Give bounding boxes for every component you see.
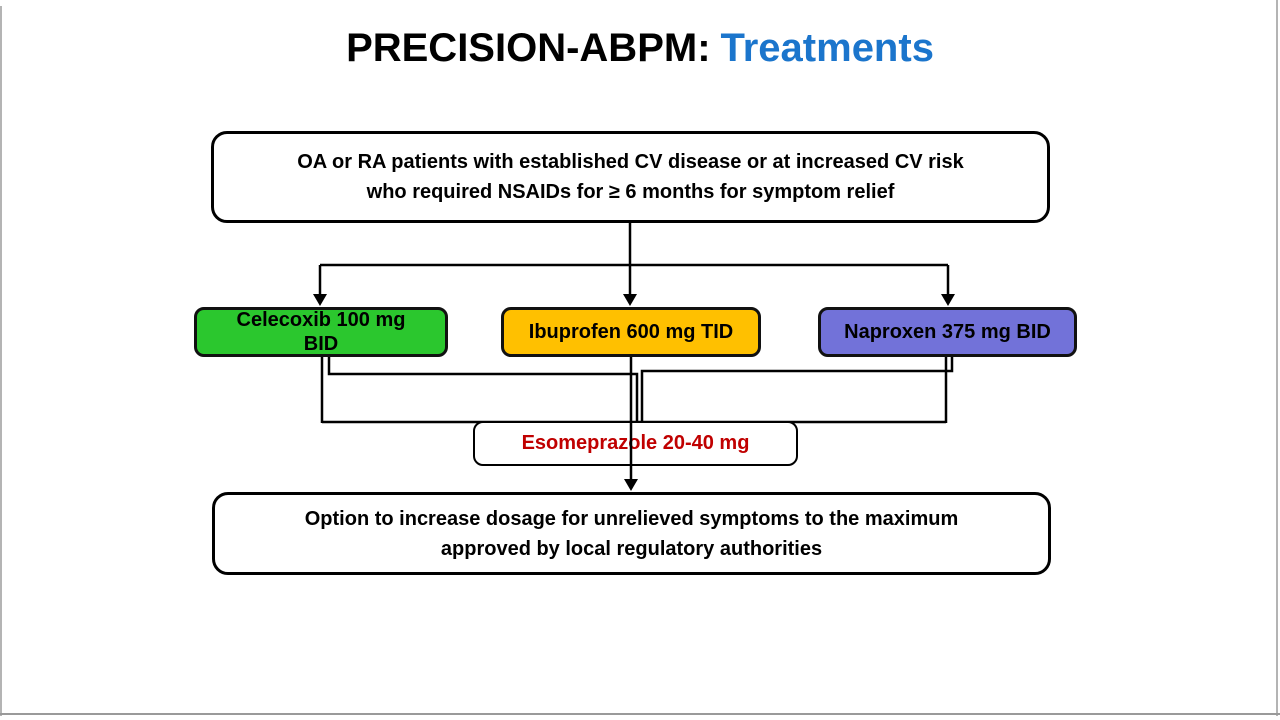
arrowhead-ibuprofen: [623, 294, 637, 306]
esomeprazole-box: Esomeprazole 20-40 mg: [473, 421, 798, 466]
option-line-2: approved by local regulatory authorities: [440, 537, 823, 560]
celecoxib-box: Celecoxib 100 mg BID: [194, 307, 448, 357]
ibuprofen-label: Ibuprofen 600 mg TID: [528, 321, 734, 343]
naproxen-box: Naproxen 375 mg BID: [818, 307, 1077, 357]
arrowheads-to-drugs: [313, 294, 955, 306]
arrowhead-celecoxib: [313, 294, 327, 306]
slide-edge-bottom: [0, 713, 1280, 715]
connector-top-branch: [318, 222, 950, 295]
slide-edge-right: [1276, 0, 1278, 716]
slide-title: PRECISION-ABPM:Treatments: [0, 26, 1280, 71]
criteria-line-2: who required NSAIDs for ≥ 6 months for s…: [366, 181, 895, 203]
arrowhead-naproxen: [941, 294, 955, 306]
option-box: Option to increase dosage for unrelieved…: [212, 492, 1051, 575]
slide-title-blue: Treatments: [720, 26, 934, 70]
slide-title-black: PRECISION-ABPM:: [346, 26, 711, 70]
option-line-1: Option to increase dosage for unrelieved…: [304, 507, 959, 530]
naproxen-label: Naproxen 375 mg BID: [844, 321, 1051, 343]
connector-bottom-merge: [320, 357, 954, 424]
esomeprazole-label: Esomeprazole 20-40 mg: [521, 432, 750, 454]
criteria-line-1: OA or RA patients with established CV di…: [297, 151, 964, 173]
criteria-box: OA or RA patients with established CV di…: [211, 131, 1050, 223]
ibuprofen-box: Ibuprofen 600 mg TID: [501, 307, 761, 357]
slide-edge-left: [0, 6, 2, 716]
celecoxib-label-line-2: BID: [303, 333, 339, 355]
celecoxib-label-line-1: Celecoxib 100 mg: [236, 309, 406, 331]
